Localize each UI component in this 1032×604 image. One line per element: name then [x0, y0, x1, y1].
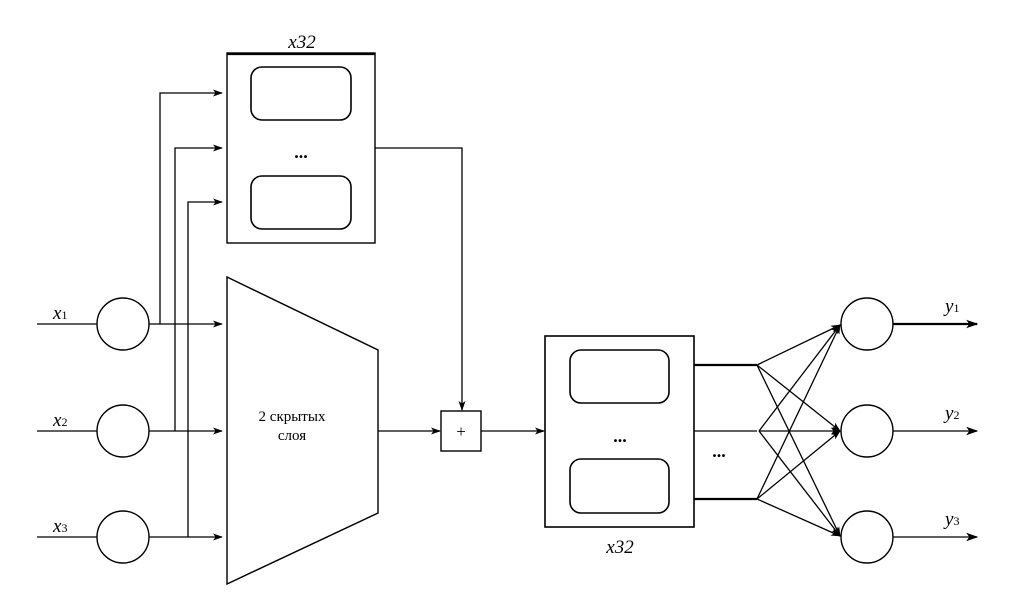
bottom-block-unit-1 — [569, 349, 670, 404]
sum-symbol: + — [456, 422, 466, 441]
input-label-3: x3 — [52, 516, 67, 537]
arrow-top-block-to-sum — [375, 147, 466, 411]
branch-x1-to-top-block — [159, 89, 223, 324]
output-neuron-3 — [840, 510, 894, 564]
hidden-layers-block — [226, 275, 379, 586]
input-label-2: x2 — [52, 410, 67, 431]
fully-connected-links — [756, 324, 841, 537]
output-neuron-1 — [840, 297, 894, 351]
branch-x3-to-top-block — [187, 198, 223, 537]
top-block-ellipsis: ... — [294, 142, 308, 162]
link-1-2 — [756, 364, 841, 432]
input-neuron-3 — [96, 510, 150, 564]
link-2-3 — [758, 430, 841, 537]
link-3-1 — [756, 324, 841, 500]
hidden-layers-label-line1: 2 скрытых — [259, 409, 326, 425]
top-block-repeat-label: x32 — [287, 32, 316, 53]
output-label-2: y2 — [943, 403, 959, 424]
top-block-unit-1 — [250, 66, 352, 121]
fan-ellipsis: ... — [712, 441, 726, 461]
input-neuron-2 — [96, 404, 150, 458]
bottom-block-repeat-label: x32 — [605, 537, 634, 558]
output-neuron-2 — [840, 404, 894, 458]
bottom-block-ellipsis: ... — [613, 426, 627, 446]
top-block-unit-2 — [250, 175, 352, 230]
bottom-block-unit-2 — [569, 458, 670, 514]
input-neuron-1 — [96, 297, 150, 351]
branch-x2-to-top-block — [174, 144, 223, 431]
link-1-3 — [756, 364, 841, 537]
input-lines — [37, 323, 97, 538]
input-label-1: x1 — [52, 303, 67, 324]
link-2-1 — [758, 324, 841, 432]
link-3-2 — [756, 430, 841, 500]
output-label-3: y3 — [943, 509, 959, 530]
hidden-layers-label-line2: слоя — [278, 428, 306, 444]
link-1-1 — [756, 324, 841, 366]
link-3-3 — [756, 498, 841, 537]
output-label-1: y1 — [943, 296, 959, 317]
sum-node — [440, 410, 482, 452]
